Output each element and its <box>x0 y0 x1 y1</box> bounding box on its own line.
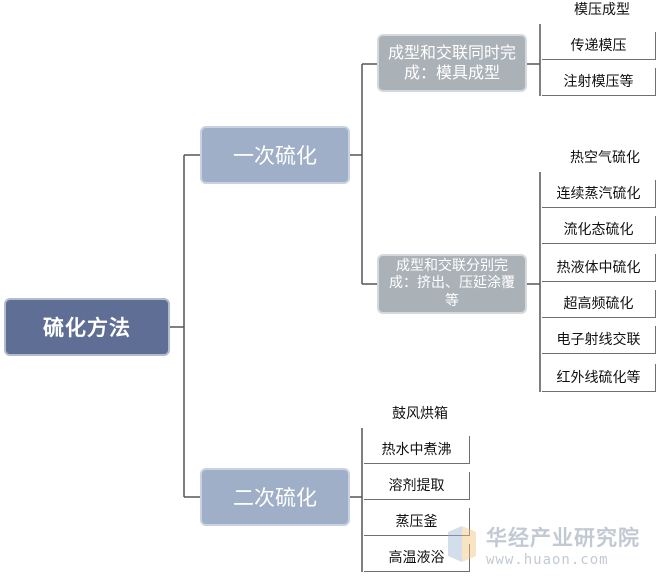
leaf-infrared: 红外线硫化等 <box>542 364 656 392</box>
molding-separate-node: 成型和交联分别完成：挤出、压延涂覆等 <box>377 254 527 314</box>
leaf-autoclave: 蒸压釜 <box>364 508 470 536</box>
leaf-high-temp-bath: 高温液浴 <box>364 544 470 572</box>
leaf-boiling-water: 热水中煮沸 <box>364 436 470 464</box>
leaf-electron-beam: 电子射线交联 <box>542 326 656 354</box>
leaf-blast-oven: 鼓风烘箱 <box>364 400 476 428</box>
leaf-fluidized-bed: 流化态硫化 <box>542 216 656 244</box>
molding-simultaneous-node: 成型和交联同时完成：模具成型 <box>377 34 527 92</box>
leaf-continuous-steam: 连续蒸汽硫化 <box>542 180 656 208</box>
leaf-transfer-molding: 传递模压 <box>542 32 656 60</box>
primary-vulcanization-node: 一次硫化 <box>200 126 350 184</box>
leaf-hot-air: 热空气硫化 <box>542 144 660 172</box>
leaf-solvent-extraction: 溶剂提取 <box>364 472 470 500</box>
leaf-uhf: 超高频硫化 <box>542 290 656 318</box>
secondary-vulcanization-node: 二次硫化 <box>200 468 350 526</box>
watermark-brand: 华经产业研究院 <box>486 526 640 550</box>
brand-logo-icon <box>448 526 476 562</box>
watermark: 华经产业研究院 www.huaon.com <box>446 520 660 578</box>
leaf-injection-molding: 注射模压等 <box>542 68 656 96</box>
leaf-compression-molding: 模压成型 <box>542 0 660 24</box>
root-node: 硫化方法 <box>4 298 170 356</box>
leaf-hot-liquid: 热液体中硫化 <box>542 254 656 282</box>
watermark-url: www.huaon.com <box>486 552 609 568</box>
